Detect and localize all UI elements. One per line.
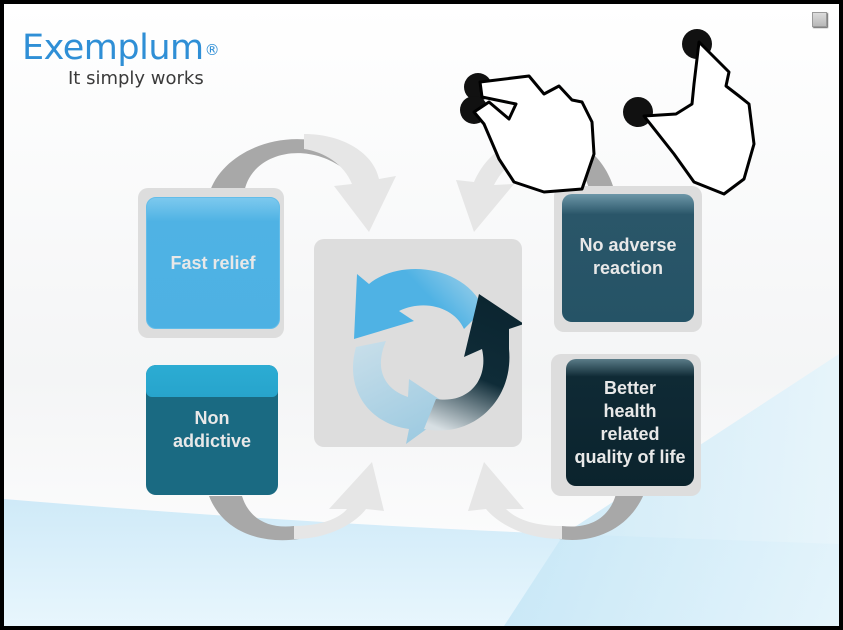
arrow-bottom-right — [468, 462, 644, 540]
brand-logo: Exemplum® It simply works — [22, 28, 220, 89]
tile-label-line: Non — [194, 408, 230, 428]
tile-label-line: No adverse — [579, 235, 677, 255]
refresh-cycle-icon — [352, 269, 524, 444]
tile-cap — [146, 365, 278, 397]
tile-label-group: Non addictive — [173, 407, 251, 453]
tile-label-line: reaction — [592, 258, 664, 278]
tile-label-line: Better — [603, 377, 656, 398]
tile-label-group: No adverse reaction — [579, 234, 676, 280]
tile-label-line: related — [600, 423, 660, 444]
arrow-bottom-left — [209, 462, 384, 541]
tile-label-line: health — [603, 400, 657, 421]
pinch-gesture-icon — [460, 73, 596, 194]
tile-label-group: Better health related quality of life — [574, 377, 685, 469]
tile-label-line: addictive — [172, 431, 252, 451]
tile-non-addictive[interactable]: Non addictive — [146, 365, 278, 495]
corner-toggle-button[interactable] — [812, 12, 827, 27]
tile-label: Fast relief — [170, 252, 256, 273]
gesture-hints — [460, 29, 756, 196]
center-panel — [314, 239, 524, 447]
logo-tagline: It simply works — [68, 68, 204, 89]
tile-fast-relief[interactable]: Fast relief — [146, 197, 280, 329]
tile-better-health[interactable]: Better health related quality of life — [566, 359, 694, 486]
tile-no-adverse-reaction[interactable]: No adverse reaction — [562, 194, 694, 322]
arrow-top-left — [209, 134, 396, 232]
registered-mark: ® — [204, 41, 220, 59]
tile-label-line: quality of life — [574, 446, 686, 467]
spread-gesture-icon — [623, 29, 756, 196]
logo-wordmark: Exemplum® — [22, 28, 220, 68]
